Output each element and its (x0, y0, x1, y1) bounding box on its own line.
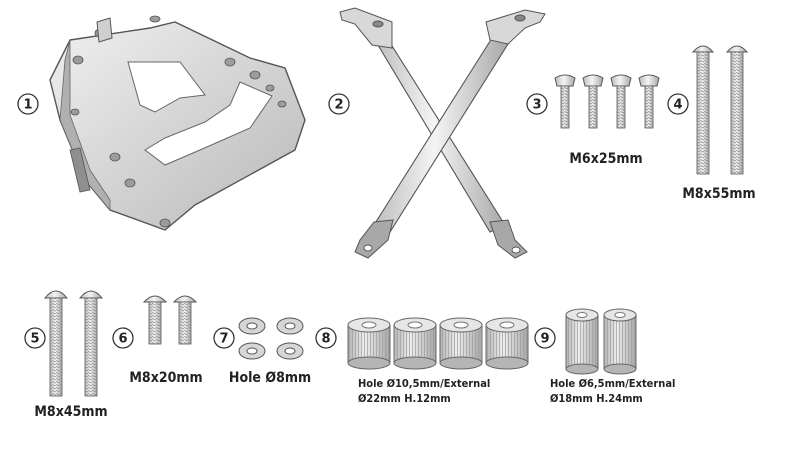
hole-bottom-left (363, 244, 373, 252)
screw (610, 74, 632, 129)
label-part-9-line1: Hole Ø6,5mm/External (550, 377, 675, 390)
washer (238, 342, 266, 360)
hole-top-left (372, 20, 384, 28)
bolt (691, 45, 715, 175)
part-1-plate (49, 15, 306, 231)
bolt (725, 45, 749, 175)
bolt (43, 290, 69, 397)
bolt (78, 290, 104, 397)
callout-circle-4 (667, 93, 689, 115)
part-5-bolts-m8x45 (43, 290, 104, 397)
callout-circle-1 (17, 93, 39, 115)
callout-number-6: 6 (118, 332, 127, 347)
label-part-3: M6x25mm (569, 151, 642, 167)
bracket-bottom-right (489, 219, 528, 259)
part-2-cross-brackets (339, 7, 546, 259)
callout-circle-7 (213, 327, 235, 349)
callout-circle-5 (24, 327, 46, 349)
callout-circle-6 (112, 327, 134, 349)
hole-bottom-right (511, 246, 521, 254)
part-7-washers (238, 317, 304, 360)
screw (638, 74, 660, 129)
plate-cutout-lower (144, 81, 273, 166)
callout-number-8: 8 (321, 332, 330, 347)
bracket-bottom-left (354, 219, 394, 259)
spacer (603, 308, 637, 375)
bracket-top-right (485, 9, 546, 45)
callout-number-5: 5 (30, 332, 39, 347)
label-part-5: M8x45mm (34, 404, 107, 420)
callout-circle-2 (328, 93, 350, 115)
screw (554, 74, 576, 129)
callout-circle-9 (534, 327, 556, 349)
spacer (347, 317, 391, 370)
callout-number-4: 4 (673, 98, 682, 113)
label-part-6: M8x20mm (129, 370, 202, 386)
spacer (485, 317, 529, 370)
label-part-9-line2: Ø18mm H.24mm (550, 392, 643, 405)
part-8-spacers-short (347, 317, 529, 370)
plate-slot (69, 147, 91, 193)
plate-holes (70, 15, 287, 228)
plate-cutout-upper (127, 61, 206, 113)
label-part-8-line2: Ø22mm H.12mm (358, 392, 451, 405)
spacer (393, 317, 437, 370)
label-part-4: M8x55mm (682, 186, 755, 202)
spacer (439, 317, 483, 370)
plate-tab (96, 17, 113, 43)
washer (238, 317, 266, 335)
bolt (142, 295, 168, 345)
part-6-bolts-m8x20 (142, 295, 198, 345)
callout-number-7: 7 (219, 332, 228, 347)
bolt (172, 295, 198, 345)
callout-circle-8 (315, 327, 337, 349)
screw (582, 74, 604, 129)
bracket-top-left (339, 7, 393, 49)
washer (276, 342, 304, 360)
part-9-spacers-tall (565, 308, 637, 375)
label-part-7: Hole Ø8mm (229, 370, 311, 386)
part-3-screws-m6x25 (554, 74, 660, 129)
spacer (565, 308, 599, 375)
plate-body (49, 21, 306, 231)
callout-number-3: 3 (532, 98, 541, 113)
part-4-bolts-m8x55 (691, 45, 749, 175)
callout-number-9: 9 (540, 332, 549, 347)
washer (276, 317, 304, 335)
callout-number-2: 2 (334, 98, 343, 113)
callout-number-1: 1 (23, 98, 32, 113)
label-part-8-line1: Hole Ø10,5mm/External (358, 377, 490, 390)
hole-top-right (514, 14, 526, 22)
callout-circle-3 (526, 93, 548, 115)
